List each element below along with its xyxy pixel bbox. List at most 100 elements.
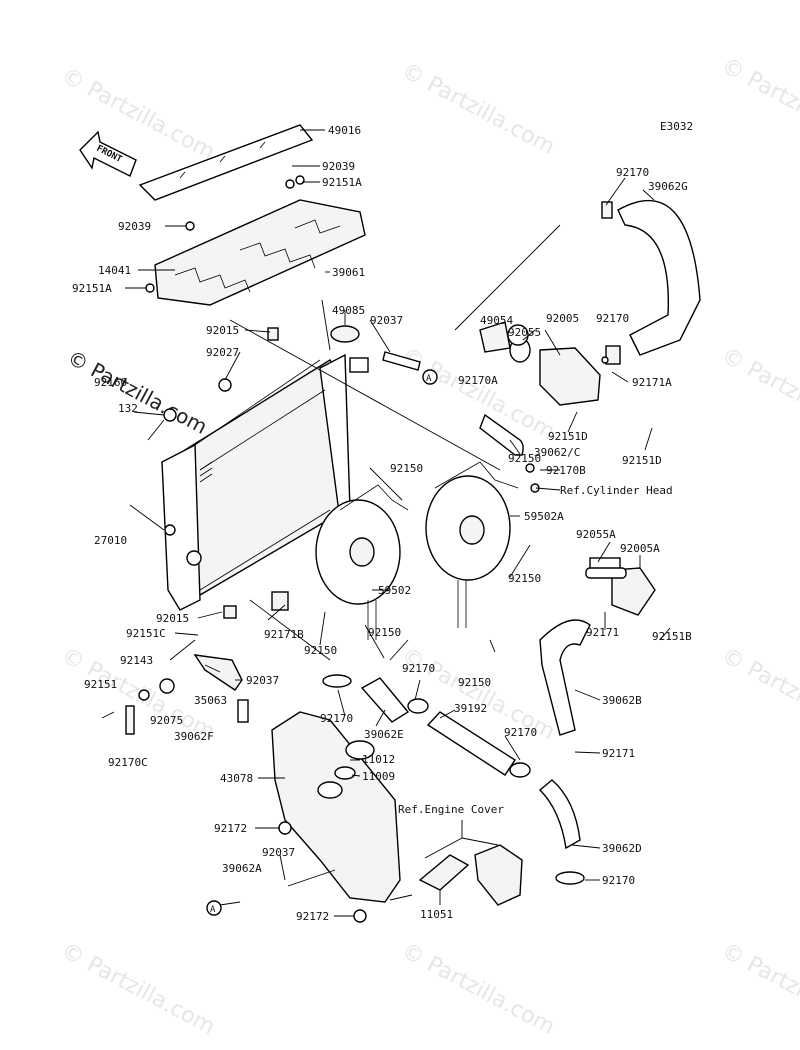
reservoir-43078-shape (271, 711, 401, 923)
part-label: 92150 (508, 452, 541, 465)
small-parts (101, 324, 627, 735)
part-label: 92170 (616, 166, 649, 179)
part-label: 49085 (332, 304, 365, 317)
part-label: 92150 (390, 462, 423, 475)
watermark: © Partzilla.com (397, 343, 559, 445)
part-label: 92150 (368, 626, 401, 639)
part-label: 92171 (586, 626, 619, 639)
part-label: 92170 (320, 712, 353, 725)
part-label: 11012 (362, 753, 395, 766)
diagram-code: E3032 (660, 120, 693, 133)
part-label: 92039 (118, 220, 151, 233)
pipe-39192-shape (426, 711, 531, 778)
front-arrow-icon: FRONT (79, 130, 137, 177)
watermark: © Partzilla.com (397, 938, 559, 1040)
part-49016-shape (138, 124, 314, 201)
callout-a-bottom: A (206, 900, 222, 916)
part-label: 92151D (622, 454, 662, 467)
fan-59502A-shape (425, 461, 519, 628)
part-label: 92150 (458, 676, 491, 689)
part-label: 92015 (206, 324, 239, 337)
part-label: 92170 (602, 874, 635, 887)
part-label: 92055A (576, 528, 616, 541)
part-label: 92170 (596, 312, 629, 325)
part-label: 11009 (362, 770, 395, 783)
part-label: 92037 (262, 846, 295, 859)
part-label: 92027 (206, 346, 239, 359)
part-label: 92005A (620, 542, 660, 555)
svg-text:A: A (210, 905, 216, 915)
part-label: 39062F (174, 730, 214, 743)
part-label: 92151D (548, 430, 588, 443)
watermark: © Partzilla.com (717, 938, 800, 1040)
part-label: 92171B (264, 628, 304, 641)
part-label: 92015 (156, 612, 189, 625)
part-label: 27010 (94, 534, 127, 547)
part-label: 59502 (378, 584, 411, 597)
part-label: 49016 (328, 124, 361, 137)
part-14041-shape (145, 175, 366, 306)
part-label: 39062/C (534, 446, 580, 459)
part-label: 39062D (602, 842, 642, 855)
part-label: 92170 (504, 726, 537, 739)
part-label: 92037 (246, 674, 279, 687)
hose-39062D-shape (538, 779, 585, 885)
part-label: 92170A (458, 374, 498, 387)
part-label: 59502A (524, 510, 564, 523)
ref-cylinder-head: Ref.Cylinder Head (560, 484, 673, 497)
part-label: 92171 (602, 747, 635, 760)
watermark: © Partzilla.com (717, 343, 800, 445)
leader-lines (125, 129, 671, 917)
part-label: 49054 (480, 314, 513, 327)
part-label: 11051 (420, 908, 453, 921)
watermark: © Partzilla.com (717, 53, 800, 155)
part-label: 92172 (296, 910, 329, 923)
part-label: 92151B (652, 630, 692, 643)
part-label: 92170B (546, 464, 586, 477)
part-labels: 49016 92039 92151A 92039 14041 92151A 39… (72, 124, 692, 923)
fan-59502-shape (315, 484, 409, 640)
part-label: 132 (118, 402, 138, 415)
part-label: 39192 (454, 702, 487, 715)
part-label: 92151C (126, 627, 166, 640)
ref-engine-cover: Ref.Engine Cover (398, 803, 504, 816)
part-label: 92151A (322, 176, 362, 189)
part-label: 92150 (508, 572, 541, 585)
part-label: 92150 (304, 644, 337, 657)
part-label: 92039 (322, 160, 355, 173)
part-label: 39062A (222, 862, 262, 875)
hose-39062B-shape (539, 557, 656, 736)
part-label: 92005 (546, 312, 579, 325)
part-label: 43078 (220, 772, 253, 785)
part-label: 39061 (332, 266, 365, 279)
part-label: 92151 (84, 678, 117, 691)
part-label: 39062B (602, 694, 642, 707)
part-label: 39062G (648, 180, 688, 193)
part-label: 39062E (364, 728, 404, 741)
hose-39062G-shape (601, 199, 701, 356)
radiator-shape (161, 325, 369, 611)
hose-39062E-shape (322, 674, 429, 723)
part-label: 92170 (402, 662, 435, 675)
svg-text:A: A (426, 374, 432, 384)
callout-a-top: A (422, 369, 438, 385)
part-label: 92171A (632, 376, 672, 389)
part-label: 92160 (94, 376, 127, 389)
copyright-watermark: © Partzilla.com (64, 345, 212, 439)
part-label: 92170C (108, 756, 148, 769)
bracket-11051-shape (418, 844, 523, 906)
part-label: 92143 (120, 654, 153, 667)
watermark: © Partzilla.com (397, 58, 559, 160)
part-label: 92172 (214, 822, 247, 835)
hose-39062C-shape (382, 351, 524, 456)
watermark: © Partzilla.com (57, 938, 219, 1040)
part-label: 92037 (370, 314, 403, 327)
part-label: 92151A (72, 282, 112, 295)
watermark: © Partzilla.com (717, 643, 800, 745)
part-label: 35063 (194, 694, 227, 707)
part-label: 92075 (150, 714, 183, 727)
part-label: 92055 (508, 326, 541, 339)
part-label: 14041 (98, 264, 131, 277)
